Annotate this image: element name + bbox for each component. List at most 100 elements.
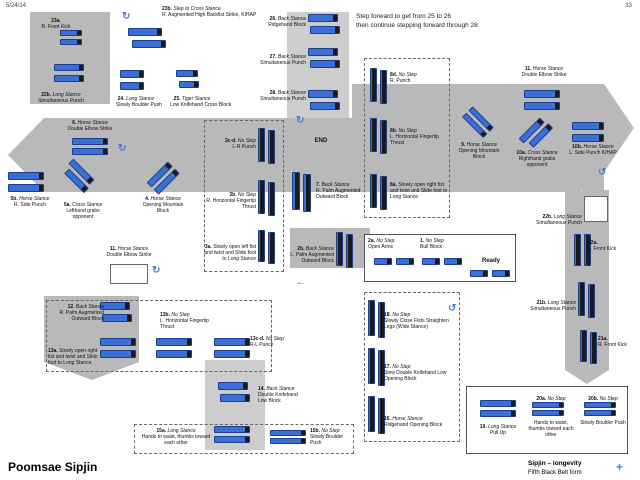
figure-22a [574, 234, 592, 270]
figure-2b [336, 232, 356, 272]
label-21a: 21a. R. Front Kick [598, 336, 627, 348]
group-13 [46, 300, 272, 372]
label-21b: 21b. Long Stance Simultaneous Punch [530, 300, 576, 312]
label-8b: 8b. No Step L. Horizontal Fingertip Thru… [390, 128, 439, 146]
figure-23b [128, 28, 168, 50]
group-15 [134, 424, 354, 454]
label-11: 11. Horse Stance Double Elbow Strike [106, 246, 152, 258]
figure-16 [368, 396, 388, 436]
path-arrow-down-right [565, 370, 609, 384]
label-12: 12. Back Stance R. Palm Augmented Outwar… [59, 304, 104, 322]
label-9: 9. Horse Stance Opening Mountain Block [458, 142, 500, 160]
figure-3a [258, 230, 278, 266]
figure-2a [374, 258, 414, 270]
label-2b: 2b. Back Stance L. Palm Augmented Outwar… [290, 246, 334, 264]
figure-10b [572, 122, 608, 144]
figure-22b [584, 196, 608, 222]
figure-26 [308, 14, 342, 38]
label-23b: 23b. Step to Cross Stance R. Augmented H… [162, 6, 257, 18]
group-16-18 [364, 292, 460, 442]
path-horizontal-mid [290, 228, 370, 268]
figure-28 [308, 90, 342, 114]
figure-14 [218, 382, 252, 404]
label-5a: 5a. Cross Stance Lefthand grabs opponent [63, 202, 103, 220]
label-13b: 13b. No Step L. Horizontal Fingertip Thr… [160, 312, 209, 330]
curved-arrow-icon: ↺ [448, 303, 457, 314]
path-lower-center-column [205, 360, 265, 450]
label-4: 4. Horse Stance Opening Mountain Block [142, 196, 184, 214]
label-24: 24. Long Stance Slowly Boulder Push [116, 96, 162, 108]
figure-11-top [524, 90, 564, 112]
figure-22b-top [54, 64, 90, 84]
path-main-band [44, 118, 604, 192]
label-15a: 15a. Long Stance Hands to waist, thumbs … [141, 428, 211, 446]
figure-12 [100, 302, 134, 324]
group-19-20 [466, 386, 628, 454]
label-20b-technique: Slowly Boulder Push [580, 420, 626, 426]
label-8a: 8a. Slowly open right fist and twist and… [390, 182, 448, 200]
figure-27 [308, 48, 342, 72]
figure-20a [532, 402, 568, 418]
form-rank: Fifth Black Belt form [528, 470, 582, 476]
label-20a-technique: Hands to waist, thumbs toward each other [528, 420, 574, 438]
figure-23a [60, 30, 84, 46]
label-17: 17. No Step Slow Double Knifehand Low Op… [384, 364, 447, 382]
figure-8d [370, 68, 388, 108]
left-arrow-icon: ← [296, 277, 306, 288]
figure-19 [480, 400, 520, 420]
group-3 [204, 120, 284, 272]
label-22a: 22a. L. Front Kick [588, 240, 617, 252]
label-22b: 22b. Long Stance Simultaneous Punch [536, 214, 582, 226]
label-13a: 13a. Slowly open right fist and twist an… [48, 348, 98, 366]
form-meaning: Sipjin – longevity [528, 460, 582, 467]
label-28: 28. Back Stance Simultaneous Punch [260, 90, 306, 102]
figure-13a [100, 338, 140, 360]
slide-date: 5/24/14 [6, 3, 27, 9]
figure-11 [110, 264, 150, 286]
label-10a: 10a. Cross Stance Righthand grabs oppone… [516, 150, 558, 168]
label-10b: 10b. Horse Stance L. Side Punch KIHAP [569, 144, 617, 156]
instruction-note: Step forward to get from 25 to 26 then c… [356, 13, 478, 29]
label-20a: 20a. No Step [536, 396, 566, 402]
label-15b: 15b. No Step Slowly Boulder Push [310, 428, 344, 446]
label-6: 6. Horse Stance Double Elbow Strike [67, 120, 113, 132]
figure-21b [578, 282, 596, 320]
path-arrow-right [604, 84, 634, 172]
label-ready: Ready [481, 258, 500, 264]
figure-24 [120, 70, 148, 94]
label-13d: 13c-d. No Step R-L Punch [250, 336, 284, 348]
label-1: 1. No Step Bull Block [420, 238, 444, 250]
label-25: 25. Tiger Stance Low Knifehand Cross Blo… [170, 96, 232, 108]
label-14: 14. Back Stance Double Knifehand Low Blo… [258, 386, 298, 404]
label-2a: 2a. No Step Open Arms [368, 238, 395, 250]
figure-5b [8, 172, 48, 194]
figure-20b [584, 402, 620, 418]
label-3a: 3a. Slowly open left fist and twist and … [204, 244, 256, 262]
label-27: 27. Back Stance Simultaneous Punch [260, 54, 306, 66]
figure-15b [270, 430, 310, 446]
curved-arrow-icon: ↻ [296, 115, 305, 126]
label-5b: 5b. Horse Stance R. Side Punch [10, 196, 50, 208]
figure-18 [368, 300, 388, 340]
figure-3d [258, 128, 278, 168]
curved-arrow-icon: ↺ [598, 167, 607, 178]
label-3d: 3c-d. No Step L-R Punch [224, 138, 256, 150]
slide-page-number: 13 [625, 3, 632, 9]
figure-8a [370, 174, 388, 214]
label-22b-top: 22b. Long Stance Simultaneous Punch [38, 92, 84, 104]
figure-7 [292, 172, 312, 216]
figure-8b [370, 118, 388, 158]
label-19: 19. Long Stance Pull Up [479, 424, 517, 436]
curved-arrow-icon: ↻ [152, 265, 161, 276]
page-title: Poomsae Sipjin [8, 460, 98, 474]
figure-3b [258, 180, 278, 220]
figure-25 [176, 70, 202, 92]
curved-arrow-icon: ↻ [118, 143, 127, 154]
figure-17 [368, 348, 388, 388]
label-11-top: 11. Horse Stance Double Elbow Strike [521, 66, 567, 78]
label-8d: 8d. No Step R. Punch [390, 72, 417, 84]
figure-ready [470, 270, 510, 280]
curved-arrow-icon: ↻ [122, 11, 131, 22]
cross-icon: + [616, 460, 624, 474]
